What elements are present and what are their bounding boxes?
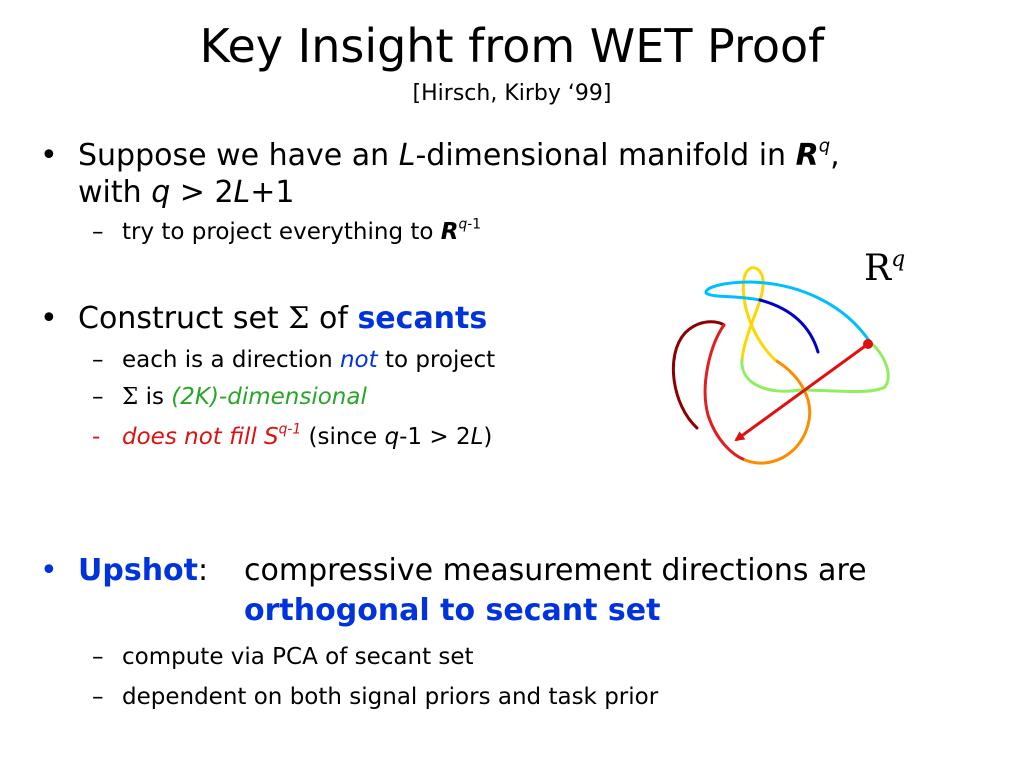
text: Construct set — [78, 301, 289, 336]
bullet-marker: • — [40, 138, 58, 173]
bullet-3-line-1: compressive measurement directions are — [244, 553, 867, 588]
sub-bullet-marker: – — [92, 347, 104, 373]
does-not-fill-text: does not fill S — [122, 424, 279, 450]
curve-seg-4 — [740, 266, 777, 362]
bullet-marker: • — [40, 553, 58, 588]
slide-subtitle: [Hirsch, Kirby ‘99] — [412, 81, 612, 106]
curve-seg-7 — [758, 298, 820, 354]
text: : — [198, 553, 209, 588]
text: each is a direction — [122, 347, 340, 373]
text: , — [830, 138, 840, 173]
text: to project — [377, 347, 496, 373]
label-R: R — [864, 248, 892, 289]
figure-label-rq: Rq — [864, 240, 905, 289]
secant-arrow — [734, 342, 869, 442]
bullet-2-sub-2: Σ is (2K)-dimensional — [122, 383, 367, 411]
sup-q-1: q-1 — [278, 421, 302, 438]
bullet-1-sub-1: try to project everything to Rq-1 — [122, 218, 481, 246]
not-highlight: not — [339, 347, 378, 373]
var-L: L — [398, 138, 416, 173]
label-q: q — [891, 247, 906, 272]
curve-seg-1 — [671, 320, 726, 430]
sub-bullet-marker: - — [92, 424, 101, 450]
var-L: L — [470, 424, 484, 450]
manifold-curve — [671, 266, 890, 465]
sup-rest: -1 — [467, 216, 482, 233]
curve-seg-3 — [743, 358, 812, 465]
text: (since — [301, 424, 385, 450]
var-q: q — [151, 175, 171, 210]
text: is — [138, 384, 172, 410]
secants-highlight: secants — [357, 301, 488, 336]
text: try to project everything to — [122, 219, 441, 245]
sub-bullet-marker: – — [92, 644, 104, 670]
var-q: q — [384, 424, 400, 450]
symbol-R: R — [440, 219, 459, 245]
text: Suppose we have an — [78, 138, 399, 173]
text: > 2 — [170, 175, 234, 210]
text: -1 > 2 — [399, 424, 471, 450]
bullet-3-sub-1: compute via PCA of secant set — [122, 644, 474, 670]
sub-bullet-marker: – — [92, 684, 104, 710]
text: ) — [483, 424, 493, 450]
text: with — [78, 175, 152, 210]
bullet-2-line-1: Construct set Σ of secants — [78, 301, 487, 337]
sigma-symbol: Σ — [122, 384, 139, 410]
bullet-2-sub-3: does not fill Sq-1 (since q-1 > 2L) — [122, 423, 492, 451]
bullet-2-sub-1: each is a direction not to project — [122, 346, 495, 374]
bullet-marker: • — [40, 301, 58, 336]
bullet-3-label: Upshot: — [78, 553, 208, 589]
sup-q: q — [458, 216, 468, 233]
curve-seg-6 — [704, 280, 872, 344]
sup-q: q — [818, 135, 831, 157]
text: -dimensional manifold in — [415, 138, 796, 173]
curve-seg-2 — [703, 323, 747, 462]
text: +1 — [250, 175, 295, 210]
var-L: L — [233, 175, 251, 210]
symbol-R: R — [795, 138, 819, 173]
bullet-3-line-2: orthogonal to secant set — [244, 593, 661, 628]
bullet-1-line-2: with q > 2L+1 — [78, 175, 294, 211]
sub-bullet-marker: – — [92, 219, 104, 245]
curve-seg-5 — [740, 340, 890, 394]
slide-title: Key Insight from WET Proof — [199, 19, 825, 73]
manifold-figure — [671, 266, 890, 465]
bullet-3-sub-2: dependent on both signal priors and task… — [122, 684, 659, 710]
dimension-highlight: (2K)-dimensional — [171, 384, 367, 410]
text: of — [309, 301, 358, 336]
bullet-1-line-1: Suppose we have an L-dimensional manifol… — [78, 135, 840, 174]
upshot-label: Upshot — [78, 553, 198, 588]
sub-bullet-marker: – — [92, 384, 104, 410]
sigma-symbol: Σ — [288, 301, 310, 336]
